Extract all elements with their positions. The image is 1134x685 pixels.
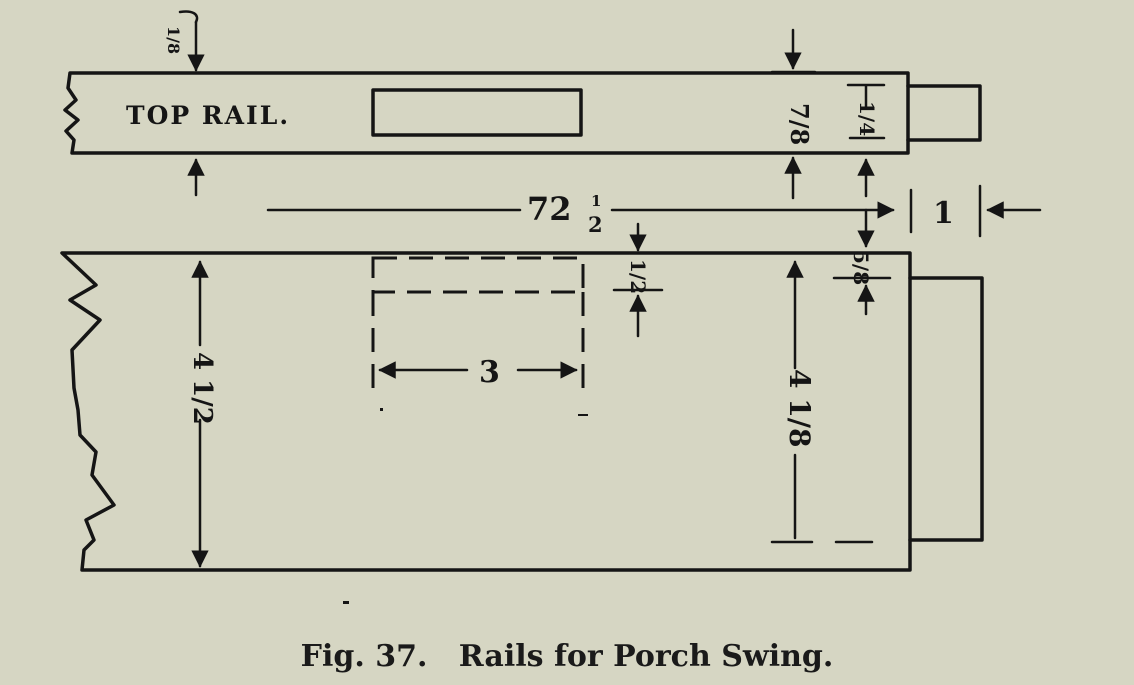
mortise-depth-dimension: 1/2 [612, 222, 664, 338]
tenon-dimension: 1/4 [846, 83, 886, 140]
bottom-rail-width-left-text: 4 1/2 [187, 352, 217, 425]
top-rail-outline [63, 71, 910, 155]
top-rail-tenon [906, 84, 982, 142]
mortise-depth-text: 1/2 [626, 259, 650, 294]
top-corner-mark-text: 1/8 [164, 26, 183, 54]
overall-length-text: 72 [527, 190, 572, 228]
thickness-dimension: 7/8 [770, 28, 817, 200]
top-tenon-text: 1/4 [855, 101, 879, 136]
mortise-length-text: 3 [479, 355, 500, 390]
bottom-rail-mortise-hidden [371, 256, 585, 294]
shoulder-gap-text: 5/8 [849, 250, 873, 285]
print-specks [343, 408, 588, 604]
overall-length-dimension: 72 1 2 [266, 188, 913, 237]
top-rail-mortise [371, 88, 583, 137]
top-rail-label: TOP RAIL. [126, 101, 290, 130]
top-rail: TOP RAIL. [63, 71, 982, 155]
figure-caption: Fig. 37. Rails for Porch Swing. [301, 639, 834, 674]
overall-length-fraction-num: 1 [591, 192, 601, 210]
overall-length-fraction-den: 2 [588, 212, 603, 237]
bottom-rail-outline [60, 251, 912, 572]
top-corner-dimension: 1/8 [164, 10, 205, 197]
mortise-length-dimension: 3 [378, 355, 578, 390]
left-width-dimension: 4 1/2 [187, 260, 217, 568]
tenon-length-text: 1 [933, 196, 954, 231]
tenon-length-dimension: 1 [933, 184, 1042, 238]
bottom-rail-tenon [908, 276, 984, 542]
bottom-rail-width-right-text: 4 1/8 [783, 369, 816, 447]
shoulder-gap-dimension: 5/8 [832, 250, 892, 316]
right-width-dimension: 4 1/8 [770, 260, 874, 544]
bottom-rail [60, 251, 984, 572]
top-rail-thickness-text: 7/8 [785, 103, 814, 145]
